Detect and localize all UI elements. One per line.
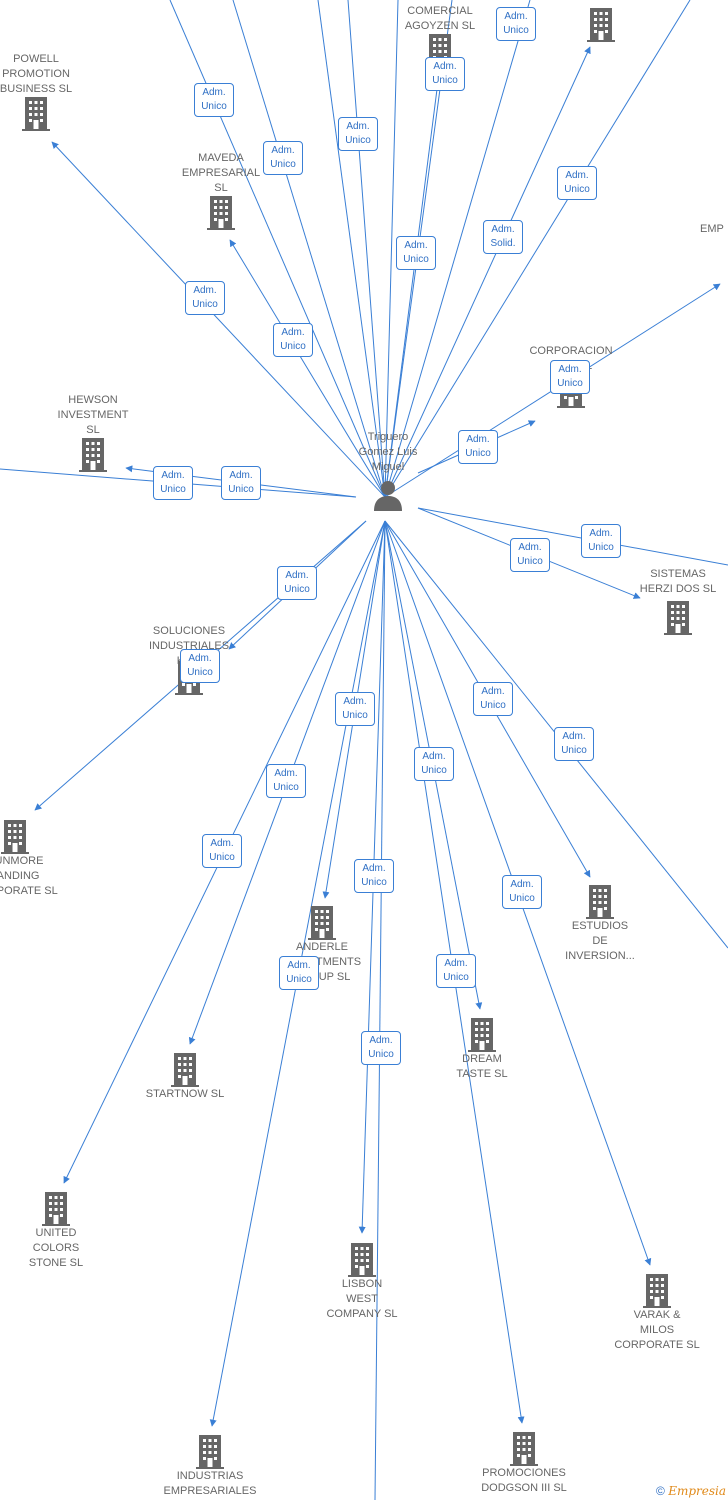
- relationship-edge: [384, 49, 445, 498]
- company-dream[interactable]: DREAM TASTE SL: [427, 1018, 537, 1082]
- relationship-edge: [229, 239, 386, 498]
- company-label: INDUSTRIAS EMPRESARIALES: [163, 1470, 257, 1497]
- company-label: ANDERLE INVESTMENTS GROUP SL: [282, 941, 362, 983]
- relationship-edge: [169, 0, 386, 498]
- building-icon: [510, 1432, 538, 1466]
- building-icon: [468, 1018, 496, 1052]
- role-badge[interactable]: Adm. Unico: [263, 141, 303, 175]
- company-varak[interactable]: VARAK & MILOS CORPORATE SL: [602, 1274, 712, 1353]
- building-icon: [79, 438, 107, 472]
- building-icon: [308, 906, 336, 940]
- company-label: POWELL PROMOTION BUSINESS SL: [0, 53, 73, 95]
- brand-logo: Empresia: [668, 1484, 726, 1498]
- role-badge[interactable]: Adm. Unico: [153, 466, 193, 500]
- relationship-edge: [384, 0, 399, 498]
- relationship-edge: [347, 0, 386, 498]
- company-anderle[interactable]: ANDERLE INVESTMENTS GROUP SL: [267, 906, 377, 985]
- company-hewson[interactable]: HEWSON INVESTMENT SL: [38, 393, 148, 472]
- building-icon: [207, 196, 235, 230]
- role-badge[interactable]: Adm. Unico: [185, 281, 225, 315]
- role-badge[interactable]: Adm. Unico: [273, 323, 313, 357]
- company-label: VARAK & MILOS CORPORATE SL: [614, 1309, 700, 1351]
- role-badge[interactable]: Adm. Unico: [510, 538, 550, 572]
- role-badge[interactable]: Adm. Unico: [425, 57, 465, 91]
- relationship-edge: [232, 0, 386, 498]
- role-badge[interactable]: Adm. Unico: [396, 236, 436, 270]
- company-startnow[interactable]: STARTNOW SL: [130, 1053, 240, 1102]
- company-united[interactable]: UNITED COLORS STONE SL: [1, 1192, 111, 1271]
- building-icon: [586, 885, 614, 919]
- relationship-edge: [384, 0, 531, 498]
- footer-brand: © Empresia: [656, 1484, 726, 1498]
- role-badge[interactable]: Adm. Unico: [458, 430, 498, 464]
- company-industrias[interactable]: INDUSTRIAS EMPRESARIALES: [155, 1435, 265, 1499]
- company-label: DREAM TASTE SL: [456, 1053, 508, 1080]
- company-label: STARTNOW SL: [145, 1088, 225, 1100]
- company-label: COMERCIAL AGOYZEN SL: [404, 5, 476, 32]
- role-badge[interactable]: Adm. Unico: [354, 859, 394, 893]
- company-label: LISBON WEST COMPANY SL: [326, 1278, 398, 1320]
- company-label: SISTEMAS HERZI DOS SL: [639, 568, 717, 595]
- role-badge[interactable]: Adm. Unico: [473, 682, 513, 716]
- role-badge[interactable]: Adm. Unico: [335, 692, 375, 726]
- role-badge[interactable]: Adm. Unico: [581, 524, 621, 558]
- building-icon: [42, 1192, 70, 1226]
- role-badge[interactable]: Adm. Unico: [194, 83, 234, 117]
- company-label: HEWSON INVESTMENT SL: [57, 394, 129, 436]
- role-badge[interactable]: Adm. Unico: [202, 834, 242, 868]
- role-badge[interactable]: Adm. Unico: [266, 764, 306, 798]
- relationship-edge: [374, 520, 386, 1500]
- relationship-edge: [417, 507, 728, 566]
- relationship-edge: [51, 141, 386, 498]
- role-badge[interactable]: Adm. Unico: [277, 566, 317, 600]
- company-label: MAVEDA EMPRESARIAL SL: [181, 152, 261, 194]
- company-label: DUNMORE LANDING CORPORATE SL: [0, 855, 58, 897]
- relationship-edge: [384, 46, 591, 498]
- role-badge[interactable]: Adm. Unico: [414, 747, 454, 781]
- role-badge[interactable]: Adm. Unico: [557, 166, 597, 200]
- building-icon: [1, 820, 29, 854]
- role-badge[interactable]: Adm. Unico: [361, 1031, 401, 1065]
- company-label: ESTUDIOS DE INVERSION...: [565, 920, 635, 962]
- copyright-symbol: ©: [656, 1484, 665, 1498]
- company-maveda[interactable]: MAVEDA EMPRESARIAL SL: [166, 151, 276, 230]
- company-sistemas[interactable]: SISTEMAS HERZI DOS SL: [623, 567, 728, 635]
- relationship-edge: [384, 0, 691, 498]
- role-badge[interactable]: Adm. Unico: [338, 117, 378, 151]
- company-estudios[interactable]: ESTUDIOS DE INVERSION...: [545, 885, 655, 964]
- role-badge[interactable]: Adm. Solid.: [483, 220, 523, 254]
- building-icon: [587, 8, 615, 42]
- company-label: EMP: [700, 223, 724, 235]
- company-label: UNITED COLORS STONE SL: [28, 1227, 84, 1269]
- role-badge[interactable]: Adm. Unico: [550, 360, 590, 394]
- building-icon: [664, 601, 692, 635]
- role-badge[interactable]: Adm. Unico: [436, 954, 476, 988]
- center-person-node[interactable]: Triguero Gomez Luis Miguel: [343, 430, 433, 513]
- role-badge[interactable]: Adm. Unico: [496, 7, 536, 41]
- building-icon: [196, 1435, 224, 1469]
- building-icon: [643, 1274, 671, 1308]
- building-icon: [22, 97, 50, 131]
- person-name: Triguero Gomez Luis Miguel: [358, 431, 418, 473]
- relationship-edge: [317, 0, 386, 498]
- person-icon: [374, 481, 402, 511]
- role-badge[interactable]: Adm. Unico: [279, 956, 319, 990]
- company-promociones[interactable]: PROMOCIONES DODGSON III SL: [469, 1432, 579, 1496]
- company-label: PROMOCIONES DODGSON III SL: [481, 1467, 567, 1494]
- company-powell[interactable]: POWELL PROMOTION BUSINESS SL: [0, 52, 91, 131]
- role-badge[interactable]: Adm. Unico: [502, 875, 542, 909]
- role-badge[interactable]: Adm. Unico: [221, 466, 261, 500]
- company-dunmore[interactable]: DUNMORE LANDING CORPORATE SL: [0, 820, 70, 899]
- building-icon: [171, 1053, 199, 1087]
- role-badge[interactable]: Adm. Unico: [554, 727, 594, 761]
- company-topright[interactable]: [546, 8, 656, 42]
- building-icon: [348, 1243, 376, 1277]
- company-lisbon[interactable]: LISBON WEST COMPANY SL: [307, 1243, 417, 1322]
- company-emp[interactable]: EMP: [700, 222, 728, 237]
- role-badge[interactable]: Adm. Unico: [180, 649, 220, 683]
